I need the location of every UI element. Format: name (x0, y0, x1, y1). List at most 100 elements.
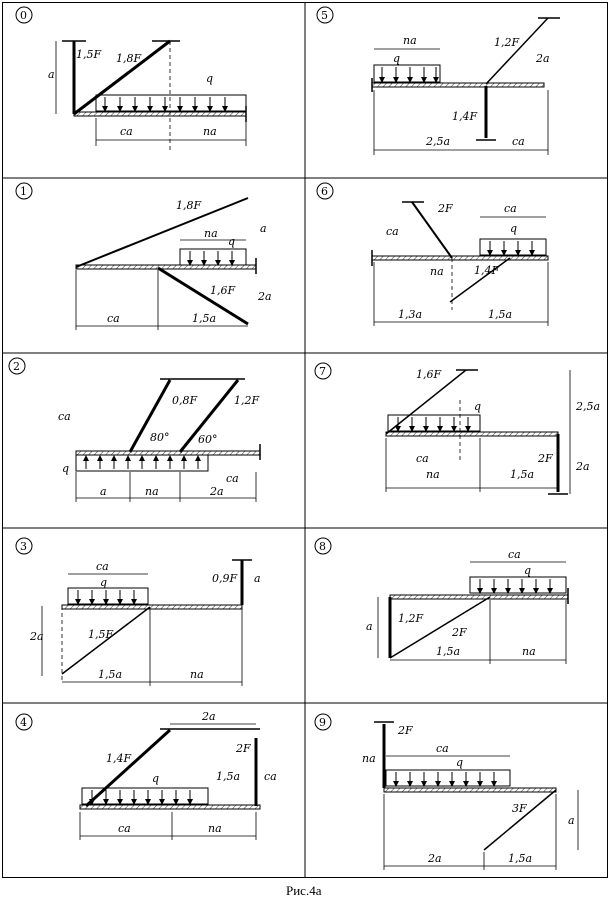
force-label: 2F (437, 202, 453, 215)
force-label: 1,2F (234, 394, 259, 407)
distributed-load (67, 587, 149, 605)
dimension-label: ca (107, 312, 120, 325)
dimension-label: na (208, 822, 222, 835)
dimension-label: 2a (29, 630, 44, 643)
load-label: q (456, 756, 463, 769)
panel-1: 1 1,8F na q a 1,6F 2a ca 1,5a (15, 182, 272, 330)
load-label: q (152, 772, 159, 785)
dimension-label: 1,5a (436, 645, 460, 658)
dimension-label: 2,5a (575, 400, 600, 413)
distributed-load (387, 414, 481, 432)
force-label: 1,8F (176, 199, 201, 212)
dimension-label: 2,5a (425, 135, 450, 148)
dimension-label: 1,5a (488, 308, 512, 321)
dimension-label: a (568, 814, 575, 827)
panel-number: 9 (319, 716, 326, 729)
load-label: q (100, 576, 107, 589)
rod (128, 379, 172, 453)
rod (411, 201, 453, 259)
dimension-label: na (426, 468, 440, 481)
force-label: 1,5F (88, 628, 113, 641)
rod (389, 596, 491, 659)
dimension-label: 2a (209, 485, 224, 498)
force-label: 1,2F (398, 612, 423, 625)
force-label: 0,9F (212, 572, 237, 585)
dimension-label: ca (512, 135, 525, 148)
panel-number: 1 (20, 185, 27, 198)
dimension-label: a (100, 485, 107, 498)
dimension-label: 1,5a (508, 852, 532, 865)
dimension-label: a (260, 222, 267, 235)
panel-8: 8 ca q a 1,2F 2F 1,5a na (314, 537, 569, 664)
rod (385, 369, 467, 435)
force-label: 0,8F (172, 394, 197, 407)
panel-3: 3 ca q 0,9F a 2a 1,5F 1,5a na (15, 537, 261, 686)
beam (75, 450, 261, 456)
force-label: 1,5F (76, 48, 101, 61)
dimension-label: na (145, 485, 159, 498)
angle-label: 80° (150, 431, 170, 444)
load-label: q (228, 235, 235, 248)
beam (389, 594, 569, 600)
force-label: 2F (537, 452, 553, 465)
dimension-label: ca (58, 410, 71, 423)
distributed-load (179, 248, 247, 266)
dimension-label: 1,5a (216, 770, 240, 783)
panel-9: 9 2F na ca q 3F a 2a 1,5a (314, 713, 579, 870)
force-label: 1,2F (494, 36, 519, 49)
distributed-load (81, 787, 209, 805)
rod (178, 379, 240, 453)
dimension-label: 1,5a (510, 468, 534, 481)
dimension-label: ca (436, 742, 449, 755)
dimension-label: a (366, 620, 373, 633)
force-label: 2F (397, 724, 413, 737)
beam (61, 604, 243, 610)
force-label: 1,6F (416, 368, 441, 381)
dimension-label: 2a (535, 52, 550, 65)
dimension-label: ca (120, 125, 133, 138)
dimension-label: na (190, 668, 204, 681)
beam (73, 111, 247, 117)
dimension-label: 2a (575, 460, 590, 473)
dimension-label: ca (96, 560, 109, 573)
panel-4: 4 2a 1,4F 2F q 1,5a ca ca na (15, 710, 277, 840)
dimension-label: ca (504, 202, 517, 215)
beam (385, 431, 559, 437)
rod (483, 789, 557, 851)
rod (75, 197, 249, 268)
rod (84, 728, 172, 808)
panel-number: 6 (321, 185, 328, 198)
rod (485, 17, 549, 85)
beam (383, 787, 557, 793)
dimension-label: ca (508, 548, 521, 561)
dimension-label: na (403, 34, 417, 47)
dimension-label: 1,5a (192, 312, 216, 325)
grid-frame (2, 2, 608, 878)
angle-label: 60° (198, 433, 218, 446)
dimension-label: 2a (257, 290, 272, 303)
panel-number: 8 (319, 540, 326, 553)
rod (61, 606, 151, 675)
force-label: 1,6F (210, 284, 235, 297)
dimension-label: na (203, 125, 217, 138)
dimension-label: 1,3a (398, 308, 422, 321)
rod (73, 39, 171, 116)
distributed-load (95, 94, 247, 112)
force-label: 3F (512, 802, 527, 815)
panel-6: 6 2F ca q ca na 1,4F 1,3a 1,5a (316, 182, 549, 326)
panel-2: 2 ca 0,8F 1,2F 80° 60° q ca a na 2a (8, 357, 261, 502)
distributed-load (479, 238, 547, 256)
dimension-label: a (254, 572, 261, 585)
force-label: 1,4F (474, 264, 499, 277)
load-label: q (393, 52, 400, 65)
load-label: q (206, 72, 213, 85)
force-label: 1,8F (116, 52, 141, 65)
beam (371, 255, 549, 261)
beam (75, 264, 257, 270)
panel-number: 5 (321, 9, 328, 22)
panel-7: 7 1,6F q 2,5a ca 2F 2a na 1,5a (314, 362, 600, 495)
load-label: q (474, 400, 481, 413)
dimension-label: ca (386, 225, 399, 238)
panel-number: 2 (13, 360, 20, 373)
